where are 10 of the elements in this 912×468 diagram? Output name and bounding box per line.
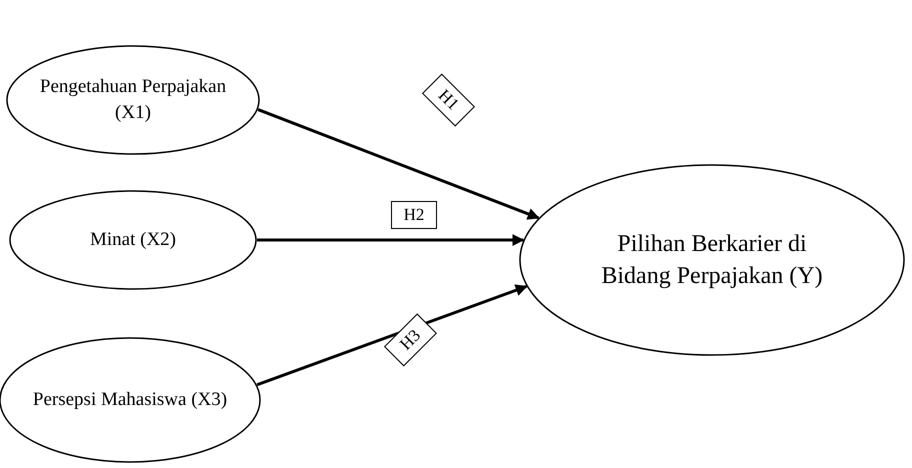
variable-label: Persepsi Mahasiswa (X3) <box>32 388 228 412</box>
arrow <box>258 108 540 220</box>
edge-label: H1 <box>422 74 474 126</box>
edge-label: H2 <box>390 201 438 229</box>
variable-label: Pilihan Berkarier di Bidang Perpajakan (Y) <box>600 230 824 291</box>
variable-label: Minat (X2) <box>88 228 177 252</box>
arrow <box>256 284 528 386</box>
edge-label: H3 <box>384 314 436 366</box>
arrow <box>257 234 524 246</box>
variable-label: Pengetahuan Perpajakan (X1) <box>38 75 228 125</box>
